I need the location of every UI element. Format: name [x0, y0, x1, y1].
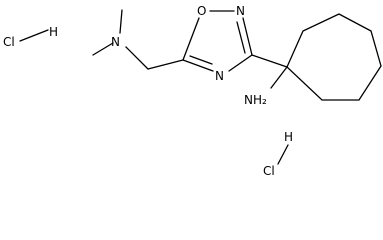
ring-bond-n2-c3-double	[236, 21, 246, 54]
ring-nitrogen-bottom-label: N	[215, 69, 224, 83]
nh2-label: NH₂	[244, 93, 267, 107]
c-nh2-bond	[270, 66, 288, 89]
primary-amine-group: NH₂	[244, 66, 288, 107]
hcl-salt-1: Cl H	[3, 25, 58, 49]
ring-bond-n4-c5-double	[189, 55, 213, 65]
ring-nitrogen-top-label: N	[236, 4, 245, 18]
cycloheptane-polygon	[286, 13, 382, 101]
h-cl-bond-1	[19, 29, 49, 42]
ring-bond-o-c5	[182, 17, 200, 61]
ring-bond-n2-c3	[242, 17, 253, 56]
ring-oxygen-label: O	[197, 4, 206, 18]
h-cl-bond-2	[277, 144, 289, 165]
ring-bond-n4-c5	[182, 59, 214, 72]
methyl-bond-upper	[119, 9, 123, 34]
ring-to-cycloheptane-bond	[251, 54, 288, 68]
chemical-structure: Cl H H Cl N O N N	[3, 4, 382, 178]
oxadiazole-ring: O N N	[182, 4, 253, 83]
n-ch2-bond	[125, 46, 149, 70]
methyl-bond-left	[92, 42, 114, 56]
amine-nitrogen-label: N	[111, 35, 120, 49]
chlorine-label-1: Cl	[3, 35, 15, 49]
cycloheptane-ring	[286, 13, 382, 101]
hydrogen-label-2: H	[284, 130, 293, 144]
chlorine-label-2: Cl	[263, 164, 275, 178]
ring-bond-c3-n4	[228, 54, 253, 72]
ch2-ring-bond	[147, 59, 184, 70]
hydrogen-label-1: H	[49, 25, 58, 39]
hcl-salt-2: H Cl	[263, 130, 293, 178]
dimethylamino-group: N	[92, 9, 184, 70]
